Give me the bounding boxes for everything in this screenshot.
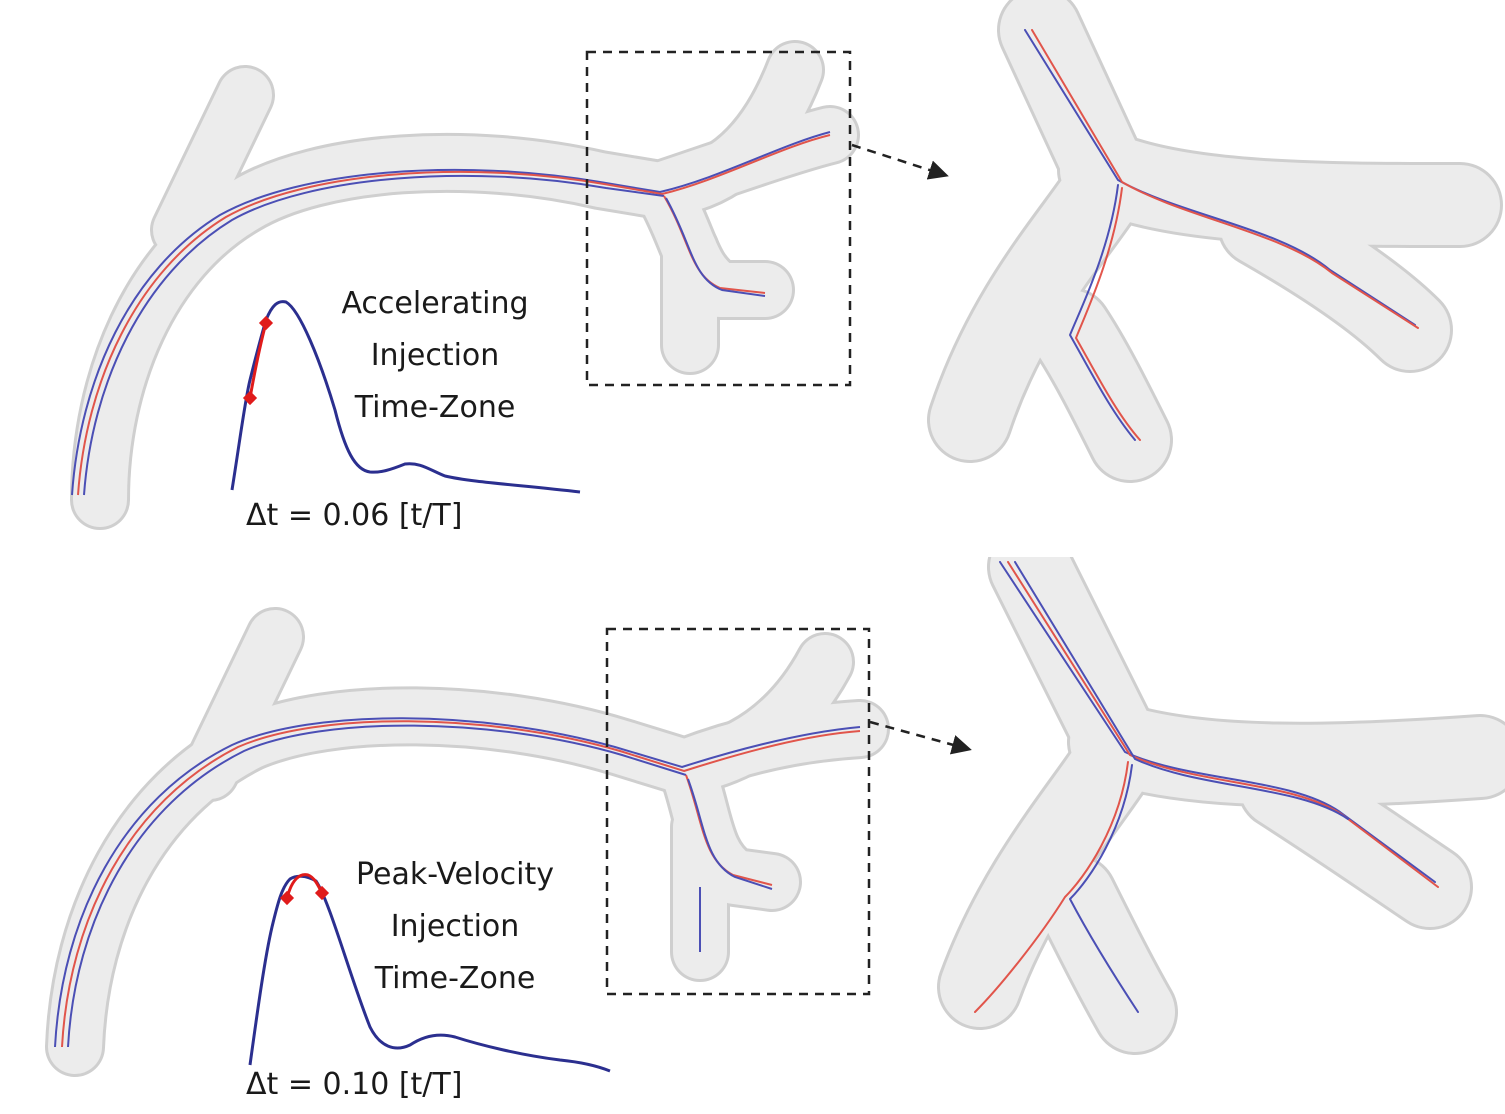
injection-end-marker [258,315,274,331]
vessel-diagram-top [70,0,1503,530]
zoom-arrow [869,720,972,755]
injection-start-marker [279,890,295,906]
injection-start-marker [242,390,258,406]
zone-label-line: Injection [370,338,500,373]
zoom-box [605,627,871,996]
zone-label-line: Peak-Velocity [356,857,554,892]
panel-accelerating: Accelerating Injection Time-Zone Δt = 0.… [70,0,1503,533]
delta-t-label: Δt = 0.10 [t/T] [246,1067,463,1102]
panel-peak-velocity: Peak-Velocity Injection Time-Zone Δt = 0… [0,557,1505,1114]
zone-label: Peak-Velocity Injection Time-Zone [340,849,570,1005]
zone-label-line: Injection [390,909,520,944]
velocity-waveform-top [230,300,581,494]
pathlines-top [71,131,831,496]
zone-label-line: Accelerating [341,286,529,321]
zoomed-bifurcation-top [927,0,1503,483]
zoom-arrow [851,143,949,180]
zoom-box [585,50,852,387]
zone-label-line: Time-Zone [354,390,516,425]
injection-end-marker [314,885,330,901]
zoomed-bifurcation-bottom [937,557,1505,1055]
pathlines-bottom [54,717,861,1048]
zone-label-line: Time-Zone [374,961,536,996]
velocity-waveform-bottom [248,873,611,1073]
zone-label: Accelerating Injection Time-Zone [330,278,540,434]
delta-t-label: Δt = 0.06 [t/T] [246,498,463,533]
vessel-diagram-bottom [45,557,1505,1077]
